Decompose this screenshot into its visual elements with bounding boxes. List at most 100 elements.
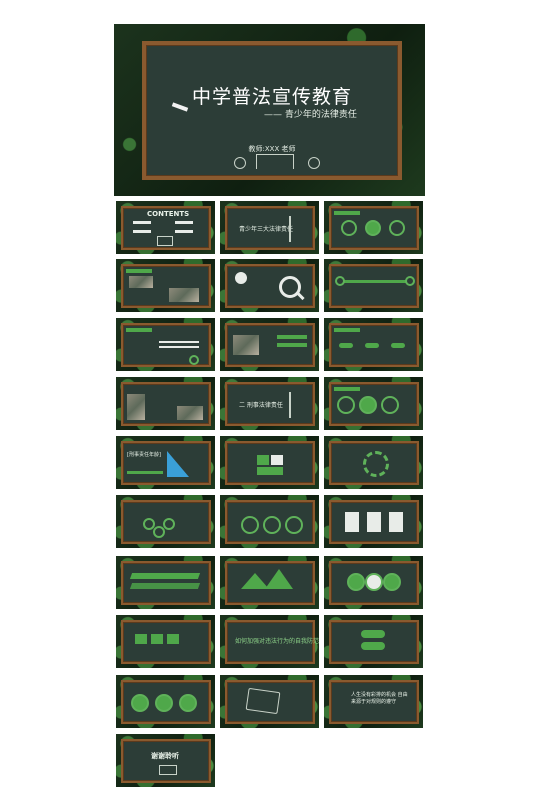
chalkboard: 青少年三大法律责任 [225, 206, 315, 250]
circle-icon [155, 694, 173, 712]
circle-icon [347, 573, 365, 591]
chalkboard [121, 680, 211, 724]
divider [289, 216, 291, 242]
heading-bar [334, 387, 360, 391]
highlight-bar [277, 335, 307, 339]
slide-thumbnail-8[interactable] [116, 318, 215, 371]
circle-icon [365, 220, 381, 236]
slide-thumbnail-21[interactable] [220, 556, 319, 609]
circle-icon [389, 220, 405, 236]
chalkboard [121, 620, 211, 664]
slide-thumbnail-9[interactable] [220, 318, 319, 371]
cycle-diagram [363, 451, 389, 477]
chalkboard [121, 323, 211, 367]
slide-thumbnail-11[interactable] [116, 377, 215, 430]
heading-bar [334, 328, 360, 332]
slide-thumbnail-19[interactable] [324, 495, 423, 548]
cover-slide[interactable]: 中学普法宣传教育 —— 青少年的法律责任 教师:XXX 老师 [114, 24, 425, 196]
pill [339, 343, 353, 348]
card [389, 512, 403, 532]
circle-icon [285, 516, 303, 534]
slide-thumbnail-12[interactable]: 二 刑事法律责任 [220, 377, 319, 430]
slide-thumbnail-3[interactable]: 青少年三大法律责任 [220, 201, 319, 254]
pyramid-chart [167, 451, 189, 477]
progress-bar [341, 280, 407, 283]
arrow-bar [129, 573, 201, 579]
highlight-bar [277, 343, 307, 347]
chalkboard [329, 441, 419, 485]
slide-thumbnail-14[interactable]: [刑事责任年龄] [116, 436, 215, 489]
slide-thumbnail-18[interactable] [220, 495, 319, 548]
slide-thumbnail-20[interactable] [116, 556, 215, 609]
circle-icon [263, 516, 281, 534]
circle-icon [383, 573, 401, 591]
slide-thumbnail-15[interactable] [220, 436, 319, 489]
heading-bar [334, 211, 360, 215]
arrow-bar [129, 583, 201, 589]
network-diagram [245, 687, 281, 715]
circle-icon [381, 396, 399, 414]
slide-heading: 如何加强对违法行为的自我防范 [235, 638, 319, 645]
slide-thumbnail-4[interactable] [324, 201, 423, 254]
slide-thumbnail-2[interactable]: CONTENTS [116, 201, 215, 254]
slide-thumbnail-25c[interactable] [220, 675, 319, 728]
building-icon [159, 765, 177, 775]
chalkboard [329, 620, 419, 664]
slide-thumbnail-16[interactable] [324, 436, 423, 489]
slide-thumbnail-25b[interactable] [116, 675, 215, 728]
chalkboard [121, 561, 211, 605]
slide-heading: CONTENTS [147, 210, 190, 218]
mountain-chart [265, 569, 293, 589]
slide-thumbnail-25a[interactable] [324, 615, 423, 668]
slide-thumbnail-6[interactable] [220, 259, 319, 312]
heading-bar [126, 328, 152, 332]
chalkboard [121, 382, 211, 426]
text-line [159, 346, 199, 348]
slide-thumbnail-17[interactable] [116, 495, 215, 548]
chalkboard [121, 500, 211, 544]
slide-thumbnail-13[interactable] [324, 377, 423, 430]
photo [169, 288, 199, 302]
building-icon [157, 236, 173, 246]
slide-heading: 青少年三大法律责任 [239, 226, 294, 233]
icon-tile [135, 634, 147, 644]
circle-icon [365, 573, 383, 591]
chalkboard: 中学普法宣传教育 —— 青少年的法律责任 教师:XXX 老师 [142, 41, 402, 180]
gear-icon [143, 518, 155, 530]
circle-icon [179, 694, 197, 712]
slide-thumbnail-10[interactable] [324, 318, 423, 371]
chalkboard [225, 441, 315, 485]
chalkboard [329, 206, 419, 250]
slide-thumbnail-25[interactable]: 人生没有彩排的机会 自由来源于对规则的遵守 [324, 675, 423, 728]
circle-icon [241, 516, 259, 534]
pill [391, 343, 405, 348]
card [367, 512, 381, 532]
heading-bar [126, 269, 152, 273]
circle-icon [131, 694, 149, 712]
quote-icon [235, 272, 247, 284]
chalkboard [329, 500, 419, 544]
pill [365, 343, 379, 348]
cover-title: 中学普法宣传教育 [191, 86, 352, 108]
chalkboard: CONTENTS [121, 206, 211, 250]
chalkboard [329, 323, 419, 367]
slide-thumbnail-7[interactable] [324, 259, 423, 312]
chalkboard [225, 500, 315, 544]
photo [233, 335, 259, 355]
circle-marker [405, 276, 415, 286]
cover-teacher: 教师:XXX 老师 [248, 145, 296, 153]
slide-thumbnail-26[interactable]: 谢谢聆听 [116, 734, 215, 787]
slide-heading: 谢谢聆听 [151, 752, 179, 760]
slide-thumbnail-5[interactable] [116, 259, 215, 312]
photo [177, 406, 203, 420]
chalkboard [225, 680, 315, 724]
slide-thumbnail-24[interactable]: 如何加强对违法行为的自我防范 [220, 615, 319, 668]
card [345, 512, 359, 532]
tree-drawing-2 [308, 157, 320, 169]
icon-tile [167, 634, 179, 644]
school-building-drawing [256, 154, 294, 169]
content-item [175, 230, 193, 233]
puzzle-piece [361, 642, 385, 650]
slide-thumbnail-22[interactable] [324, 556, 423, 609]
slide-thumbnail-23[interactable] [116, 615, 215, 668]
